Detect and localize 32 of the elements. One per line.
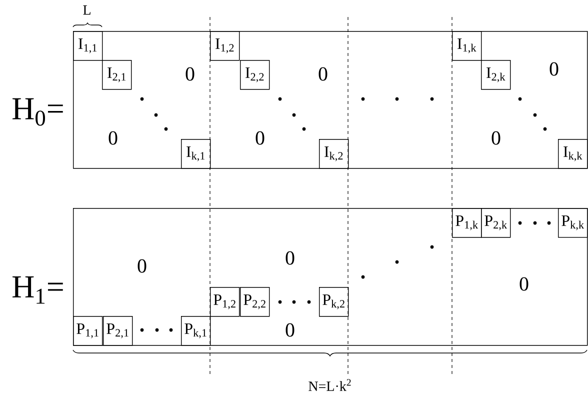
block-box: I$_{k,1}$	[181, 139, 211, 169]
block-box: I$_{k,2}$	[319, 139, 349, 169]
zero-entry: 0	[286, 251, 294, 265]
zero-entry: 0	[186, 67, 194, 81]
block-box: I$_{2,2}$	[240, 60, 270, 90]
zero-entry: 0	[520, 277, 528, 291]
block-box: I$_{1,1}$	[73, 31, 103, 61]
block-box: I$_{2,k}$	[481, 60, 511, 90]
zero-entry: 0	[550, 62, 558, 76]
block-box: I$_{k,k}$	[558, 139, 588, 169]
zero-entry: 0	[318, 67, 328, 81]
block-box: P$_{2,k}$	[481, 208, 511, 238]
zero-entry: 0	[138, 259, 146, 273]
block-box: I$_{1,2}$	[210, 31, 240, 61]
matrix-name: H$_{0}$=	[12, 98, 63, 126]
matrix-name: H$_{1}$=	[12, 276, 63, 304]
block-box: P$_{2,1}$	[103, 316, 133, 346]
block-box: I$_{2,1}$	[102, 60, 132, 90]
block-box: I$_{1,k}$	[452, 31, 482, 61]
block-box: P$_{2,2}$	[240, 287, 270, 317]
zero-entry: 0	[286, 323, 294, 337]
zero-entry: 0	[256, 131, 264, 145]
block-box: P$_{1,k}$	[452, 208, 482, 238]
block-box: P$_{1,1}$	[73, 316, 103, 346]
block-box: P$_{k,1}$	[181, 316, 211, 346]
zero-entry: 0	[492, 131, 500, 145]
block-box: P$_{k,2}$	[319, 287, 349, 317]
block-box: P$_{1,2}$	[210, 287, 240, 317]
dimension-label: L	[83, 5, 90, 15]
zero-entry: 0	[108, 131, 118, 145]
block-box: P$_{k,k}$	[558, 208, 588, 238]
dimension-label: N=L·k$^{2}$	[308, 379, 351, 391]
